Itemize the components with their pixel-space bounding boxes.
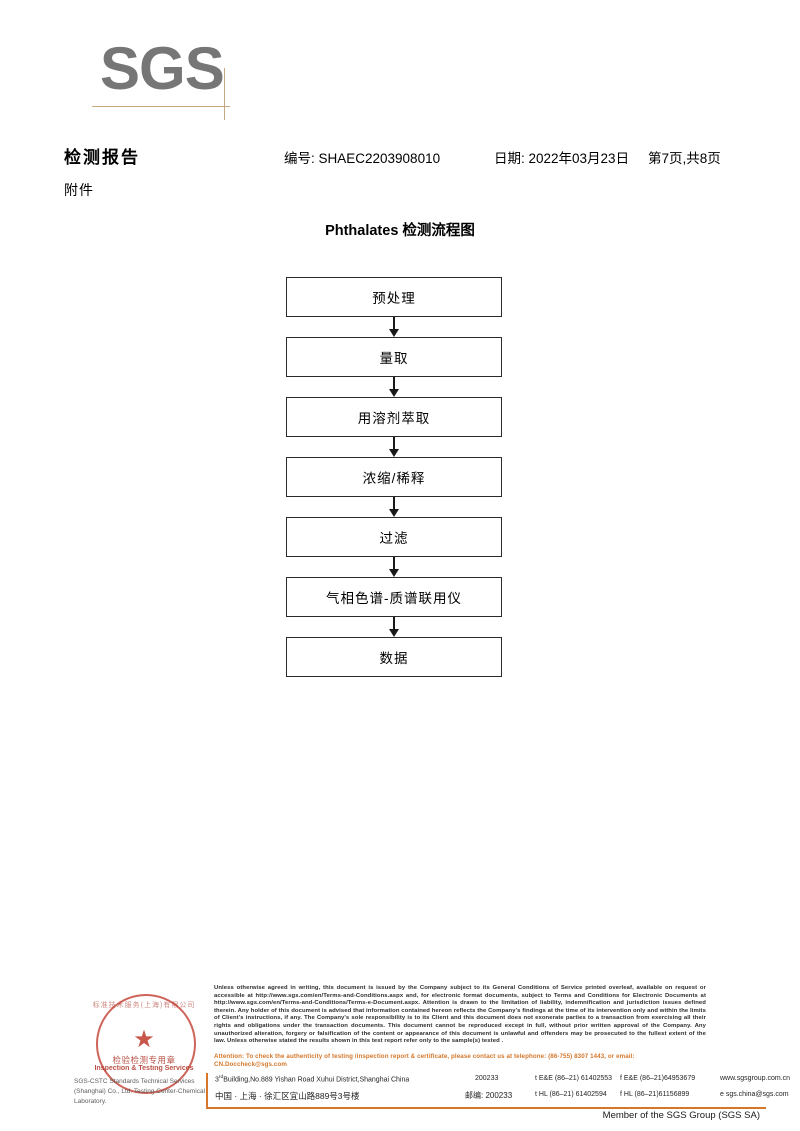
star-icon: ★	[133, 1026, 155, 1053]
flow-arrow-3	[286, 437, 502, 457]
laboratory-name: SGS-CSTC Standards Technical Services (S…	[74, 1078, 206, 1105]
seal-cn-text: 检验检测专用章	[112, 1055, 176, 1065]
tel-hl-2: f HL (86–21)61156899	[620, 1091, 690, 1098]
page-title: 检测报告	[64, 148, 140, 167]
tel-ee-2: f E&E (86–21)64953679	[620, 1075, 696, 1082]
flow-step-concentrate-dilute: 浓缩/稀释	[286, 457, 502, 497]
tel-ee-1: t E&E (86–21) 61402553	[535, 1075, 613, 1082]
sgs-logo-text: SGS	[100, 35, 225, 102]
address-row-en: 3rdBuilding,No.889 Yishan Road Xuhui Dis…	[215, 1075, 790, 1091]
page-indicator: 第7页,共8页	[648, 151, 721, 166]
seal-arc-text: 标准技术服务(上海)有限公司	[92, 1002, 196, 1009]
flow-arrow-4	[286, 497, 502, 517]
flow-step-data: 数据	[286, 637, 502, 677]
tel-hl-1: t HL (86–21) 61402594	[535, 1091, 607, 1098]
logo-vertical-rule	[224, 68, 225, 120]
flow-arrow-1	[286, 317, 502, 337]
flow-arrow-5	[286, 557, 502, 577]
member-line: Member of the SGS Group (SGS SA)	[602, 1110, 760, 1121]
flowchart: 预处理 量取 用溶剂萃取 浓缩/稀释 过滤 气相色谱-质谱联用仪 数据	[286, 277, 502, 677]
address-en: 3rdBuilding,No.889 Yishan Road Xuhui Dis…	[215, 1075, 410, 1084]
flow-arrow-2	[286, 377, 502, 397]
flow-step-pretreatment: 预处理	[286, 277, 502, 317]
address-block: 3rdBuilding,No.889 Yishan Road Xuhui Dis…	[206, 1073, 790, 1107]
email-address[interactable]: e sgs.china@sgs.com	[720, 1091, 789, 1098]
flow-arrow-6	[286, 617, 502, 637]
seal-en-text: Inspection & Testing Services	[94, 1065, 194, 1072]
website-url[interactable]: www.sgsgroup.com.cn	[720, 1075, 791, 1082]
logo-horizontal-rule	[92, 106, 230, 107]
zip-cn: 邮编: 200233	[465, 1091, 513, 1100]
zip-en: 200233	[475, 1075, 499, 1082]
address-bottom-rule	[206, 1107, 766, 1109]
flow-step-solvent-extraction: 用溶剂萃取	[286, 397, 502, 437]
seal-circle	[96, 994, 196, 1094]
legal-terms-text: Unless otherwise agreed in writing, this…	[214, 985, 706, 1045]
attachment-label: 附件	[64, 182, 94, 198]
address-divider	[206, 1073, 208, 1107]
flowchart-title: Phthalates 检测流程图	[325, 223, 475, 239]
address-row-cn: 中国 · 上海 · 徐汇区宜山路889号3号楼 邮编: 200233 t HL …	[215, 1090, 789, 1106]
attention-notice: Attention: To check the authenticity of …	[214, 1053, 635, 1068]
report-date: 日期: 2022年03月23日	[494, 151, 630, 166]
report-number: 编号: SHAEC2203908010	[284, 151, 441, 166]
inspection-seal-stamp: 标准技术服务(上海)有限公司 ★ 检验检测专用章 Inspection & Te…	[88, 990, 200, 1102]
sgs-logo: SGS	[92, 35, 300, 120]
flow-step-gcms: 气相色谱-质谱联用仪	[286, 577, 502, 617]
flow-step-filtration: 过滤	[286, 517, 502, 557]
flow-step-measure: 量取	[286, 337, 502, 377]
address-cn: 中国 · 上海 · 徐汇区宜山路889号3号楼	[215, 1091, 360, 1101]
